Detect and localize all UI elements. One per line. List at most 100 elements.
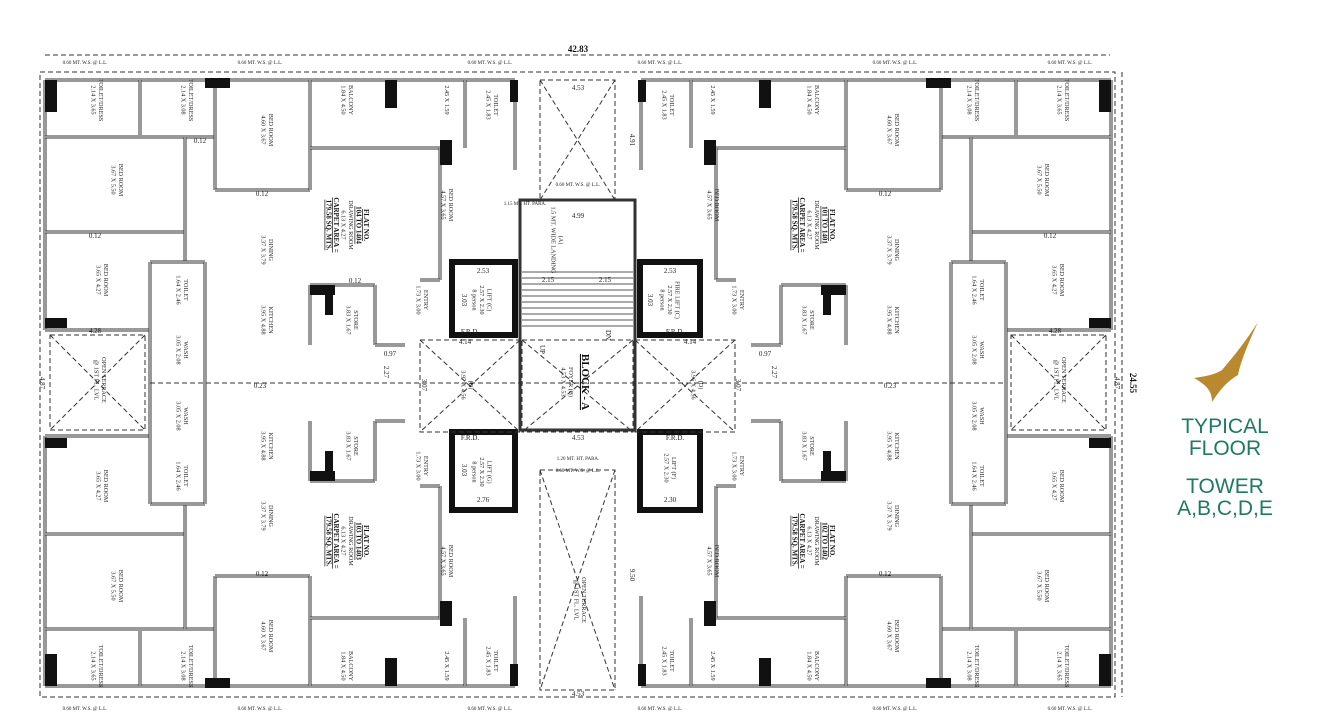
frd-lift-g: F.R.D. bbox=[461, 434, 480, 442]
open-area-cross bbox=[1010, 334, 1107, 431]
room-label-text: DINING bbox=[267, 239, 274, 262]
frd-lift-c: F.R.D. bbox=[461, 328, 480, 336]
open-area bbox=[1010, 334, 1107, 431]
room-label-text: 3.95 X 4.88 bbox=[259, 305, 266, 334]
open-area bbox=[419, 339, 521, 433]
gold-star-sparkle-icon bbox=[1194, 322, 1258, 402]
wall-thickness: 0.12 bbox=[256, 570, 269, 578]
room-label-text: BED ROOM bbox=[102, 470, 109, 503]
frd-fire-lift: F.R.D. bbox=[666, 328, 685, 336]
room-label-text: TOILET/DRESS bbox=[973, 645, 980, 688]
core-label-text: LIFT (G) bbox=[486, 460, 493, 483]
room-label-text: KITCHEN bbox=[267, 306, 274, 334]
lift-shaft bbox=[449, 259, 518, 338]
room-label-text: 2.45 X 1.83 bbox=[660, 90, 667, 119]
flat-label-text: 104 TO 1404 bbox=[354, 206, 362, 244]
room-label-text: 4.60 X 3.67 bbox=[885, 115, 892, 144]
core-label-text: 2.57 X 2.30 bbox=[666, 285, 673, 314]
flat-label-text: FLAT NO. bbox=[362, 525, 370, 557]
room-label-text: ENTRY bbox=[738, 290, 745, 311]
room-label-text: TOILET/DRESS bbox=[97, 79, 104, 122]
room-label: 2.45 X 1.59 bbox=[709, 651, 716, 680]
room-label-text: BED ROOM bbox=[1043, 570, 1050, 603]
room-label-text: 2.45 X 1.59 bbox=[709, 85, 716, 114]
room-label-text: BED ROOM bbox=[713, 189, 720, 222]
room-label-text: TOILET/DRESS bbox=[97, 645, 104, 688]
room-label-text: TOILET bbox=[492, 94, 499, 116]
core-label-text: 2.57 X 2.30 bbox=[662, 453, 669, 482]
column bbox=[759, 80, 771, 108]
dimension-lines bbox=[39, 54, 1123, 698]
column bbox=[823, 451, 831, 481]
room-label-text: 3.65 X 4.27 bbox=[1050, 265, 1057, 294]
column bbox=[510, 664, 518, 686]
flat-label-text: CARPET AREA = bbox=[798, 513, 806, 568]
ws-6: 0.60 MT. W.S. @ L.L. bbox=[1048, 61, 1093, 66]
room-label-text: ENTRY bbox=[738, 456, 745, 477]
room-label-text: BED ROOM bbox=[267, 114, 274, 147]
room-label-text: 2.14 X 3.65 bbox=[89, 651, 96, 680]
room-label-text: 2.45 X 1.59 bbox=[709, 651, 716, 680]
room-label-text: BED ROOM bbox=[267, 620, 274, 653]
dim-duct-r-depth: 2.27 bbox=[770, 366, 778, 379]
open-area bbox=[634, 339, 736, 433]
title-line-3: TOWER bbox=[1186, 475, 1264, 498]
room-label-text: 3.65 X 4.27 bbox=[1050, 471, 1057, 500]
room-label-text: TOILET bbox=[668, 94, 675, 116]
walls bbox=[43, 78, 1113, 688]
room-label-text: 2.14 X 3.65 bbox=[1055, 85, 1062, 114]
room-label-text: STORE bbox=[808, 436, 815, 456]
flat-label-text: DRAWING ROOM bbox=[813, 516, 820, 566]
core-label-text: 1.5 MT. WIDE LANDING bbox=[549, 207, 556, 274]
title-line-2: FLOOR bbox=[1188, 437, 1262, 460]
room-label-text: 2.14 X 3.65 bbox=[1055, 651, 1062, 680]
column bbox=[638, 80, 646, 102]
dim-lobby-l: 4.14 bbox=[459, 338, 472, 346]
room-label-text: 2.14 X 3.08 bbox=[179, 651, 186, 680]
flat-label-text: 6.13 X 4.27 bbox=[805, 210, 812, 239]
core-area: 42.83 24.55 4.53 4.53 4.53 4.99 2.15 2.1… bbox=[38, 44, 1138, 712]
core-label-text: 3.97 X 4.56 bbox=[459, 370, 466, 399]
wall-thickness: 0.12 bbox=[89, 232, 102, 240]
room-label-text: 1.73 X 3.00 bbox=[730, 285, 737, 314]
column bbox=[1089, 438, 1111, 448]
open-area bbox=[539, 469, 616, 691]
stair-up: UP bbox=[538, 345, 546, 354]
column bbox=[45, 80, 57, 112]
open-area bbox=[521, 339, 634, 433]
open-area-cross bbox=[521, 339, 634, 433]
overall-depth: 24.55 bbox=[1128, 373, 1138, 394]
room-label-text: 2.45 X 1.59 bbox=[443, 651, 450, 680]
room-label-text: 3.37 X 3.79 bbox=[259, 501, 266, 530]
dim-upper: 4.91 bbox=[628, 134, 636, 147]
column bbox=[510, 80, 518, 102]
ws-7: 0.60 MT. W.S. @ L.L. bbox=[63, 707, 108, 712]
column bbox=[45, 438, 67, 448]
room-label-text: WASH bbox=[182, 341, 189, 359]
open-area bbox=[539, 79, 616, 201]
dim-terrace-l: 4.28 bbox=[89, 327, 102, 335]
room-label-text: 2.45 X 1.83 bbox=[484, 90, 491, 119]
core-label-text: 8 person bbox=[471, 289, 478, 310]
room-label-text: ENTRY bbox=[422, 290, 429, 311]
room-label-text: 3.95 X 4.88 bbox=[259, 431, 266, 460]
column bbox=[638, 664, 646, 686]
room-label-text: 3.83 X 1.67 bbox=[344, 431, 351, 460]
